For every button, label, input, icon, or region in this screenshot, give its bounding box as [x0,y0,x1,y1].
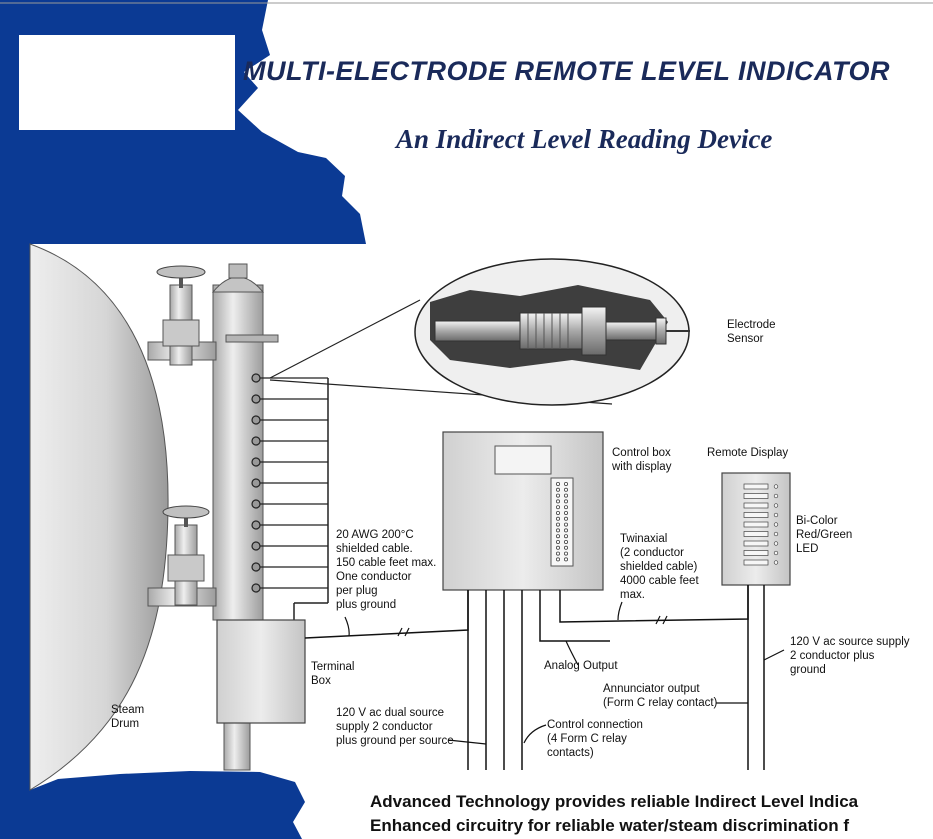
control-led [564,557,569,562]
blue-background [0,0,366,839]
electrode-plug [251,457,261,467]
control-led [556,510,561,515]
control-led [556,505,561,510]
control-led [564,534,569,539]
control-led [564,516,569,521]
control-led [556,499,561,504]
control-led [556,487,561,492]
footer-line-2: Enhanced circuitry for reliable water/st… [370,816,849,835]
remote-led [773,560,779,565]
electrode-plug [251,394,261,404]
remote-level-row [743,550,769,556]
remote-led [773,522,779,527]
remote-led [773,550,779,556]
lower-valve-wheel [162,505,210,519]
electrode-plug [251,373,261,383]
control-led [564,545,569,550]
control-led [564,540,569,545]
upper-valve-wheel [156,265,206,279]
control-led [556,481,561,486]
terminal-box [216,619,306,724]
label-electrode-sensor: Electrode Sensor [727,319,776,345]
control-led [564,493,569,498]
wiring [304,585,765,770]
control-led [556,540,561,545]
control-led [556,516,561,521]
label-source-supply: 120 V ac source supply 2 conductor plus … [790,636,910,676]
control-led [564,522,569,527]
label-control-box: Control box with display [612,447,672,473]
control-led [556,522,561,527]
electrode-plug [251,562,261,572]
control-led [564,499,569,504]
remote-led [773,531,779,537]
remote-level-row [743,531,769,537]
label-terminal-box: Terminal Box [311,661,355,687]
remote-led [773,541,779,546]
label-twinaxial: Twinaxial (2 conductor shielded cable) 4… [620,533,699,601]
remote-level-row [743,493,769,499]
control-led [564,510,569,515]
remote-led [773,503,779,508]
control-led [556,493,561,498]
label-steam-drum: Steam Drum [111,704,145,730]
footer-line-1: Advanced Technology provides reliable In… [370,792,859,811]
control-led [564,487,569,492]
subtitle: An Indirect Level Reading Device [396,124,773,154]
electrode-plug [251,520,261,530]
electrode-plug [251,541,261,551]
electrode-plug [251,415,261,425]
remote-level-row [743,502,769,509]
control-led [556,528,561,533]
label-bicolor-led: Bi-Color Red/Green LED [796,515,853,555]
electrode-plugs [251,373,328,593]
remote-led [773,484,779,489]
remote-display [721,472,791,586]
remote-level-row [743,559,769,566]
electrode-plug [251,436,261,446]
main-title: MULTI-ELECTRODE REMOTE LEVEL INDICATOR [243,56,891,86]
remote-led [773,512,779,518]
steam-drum [29,243,169,791]
control-led [564,481,569,486]
control-led [556,545,561,550]
logo-placeholder [19,35,235,130]
label-analog-output: Analog Output [544,660,618,672]
remote-level-row [743,483,769,490]
label-cable-spec: 20 AWG 200°C shielded cable. 150 cable f… [336,529,437,611]
remote-led [773,493,779,499]
control-led [564,528,569,533]
electrode-plug [251,478,261,488]
electrode-plug [251,499,261,509]
label-annunciator: Annunciator output (Form C relay contact… [603,683,718,709]
control-led [556,557,561,562]
remote-level-row [743,521,769,528]
electrode-plug [251,583,261,593]
control-led [564,551,569,556]
control-led [564,505,569,510]
control-led [556,534,561,539]
label-dual-source: 120 V ac dual source supply 2 conductor … [336,707,454,747]
remote-level-row [743,540,769,547]
remote-level-row [743,512,769,518]
control-led [556,551,561,556]
label-remote-display: Remote Display [707,447,789,459]
label-control-connection: Control connection (4 Form C relay conta… [547,719,643,759]
